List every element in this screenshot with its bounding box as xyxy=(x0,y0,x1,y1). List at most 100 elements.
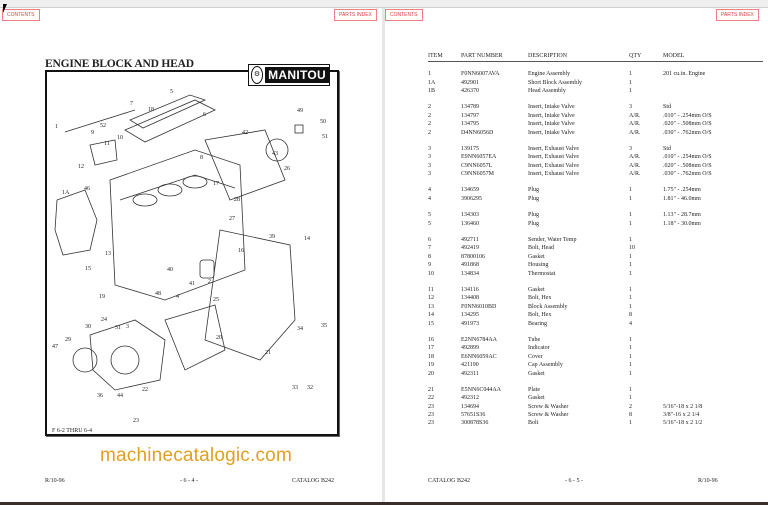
cell-description: Engine Assembly xyxy=(528,71,571,78)
cell-description: Housing xyxy=(528,262,549,269)
callout-label: 35 xyxy=(321,323,327,329)
cell-item: 2 xyxy=(428,129,431,136)
cell-part-number: D4NN6056D xyxy=(461,129,494,136)
cell-part-number: 300878S36 xyxy=(461,420,489,427)
cell-model: Std xyxy=(663,145,672,152)
parts-table-header: ITEM PART NUMBER DESCRIPTION QTY MODEL xyxy=(428,52,763,62)
cell-part-number: 421190 xyxy=(461,362,479,369)
callout-label: 3 xyxy=(126,324,129,330)
cell-model xyxy=(663,87,763,95)
cell-part-number: 3906295 xyxy=(461,195,482,202)
callout-label: 49 xyxy=(297,108,303,114)
cell-part-number: 134303 xyxy=(461,212,479,219)
contents-link[interactable]: CONTENTS xyxy=(385,9,423,21)
cell-description: Plug xyxy=(528,195,540,202)
cell-qty: A/R. xyxy=(629,112,641,119)
callout-label: 25 xyxy=(213,297,219,303)
cell-item: 19 xyxy=(428,362,434,369)
footer-date: R/10-96 xyxy=(698,478,718,484)
cell-description: Plug xyxy=(528,187,540,194)
taskbar-edge xyxy=(0,502,768,505)
callout-label: 15 xyxy=(85,266,91,272)
cell-model: 201 cu.in. Engine xyxy=(663,71,706,78)
callout-label: 40 xyxy=(167,267,173,273)
cell-description: Tube xyxy=(528,336,541,343)
cell-item: 11 xyxy=(428,287,434,293)
cell-model xyxy=(663,361,763,369)
viewer-toolbar xyxy=(0,0,768,8)
cell-item: 7 xyxy=(428,245,431,252)
cell-item: 3 xyxy=(428,145,431,152)
cell-description: Insert, Intake Valve xyxy=(528,112,575,119)
cell-part-number: 87800106 xyxy=(461,253,485,260)
cell-model xyxy=(663,394,763,402)
cell-model: Std xyxy=(663,104,672,111)
callout-label: 48 xyxy=(155,291,161,297)
cell-qty: 3 xyxy=(629,104,632,111)
cell-item: 22 xyxy=(428,395,434,402)
cell-part-number: 134408 xyxy=(461,295,479,302)
cell-item: 1 xyxy=(428,71,431,78)
cell-item: 15 xyxy=(428,320,434,327)
callout-label: 33 xyxy=(292,385,298,391)
cell-description: Plate xyxy=(528,386,540,393)
cell-model: 5/16"-18 x 2 1/8 xyxy=(663,403,703,410)
cell-item: 16 xyxy=(428,336,434,343)
cell-description: Sender, Water Temp xyxy=(528,237,577,244)
cell-model: .030" - .762mm O/S xyxy=(663,129,712,136)
cell-description: Screw & Washer xyxy=(528,412,569,419)
cell-part-number: 134659 xyxy=(461,187,479,194)
row-spacer xyxy=(428,228,763,236)
callout-label: 24 xyxy=(101,317,107,323)
parts-index-link[interactable]: PARTS INDEX xyxy=(334,9,377,21)
row-spacer xyxy=(428,137,763,145)
page-6-5: CONTENTS PARTS INDEX ITEM PART NUMBER DE… xyxy=(385,8,768,502)
row-spacer xyxy=(428,95,763,103)
cell-description: Bolt xyxy=(528,420,539,427)
footer-page-number: - 6 - 4 - xyxy=(180,478,198,484)
cell-item: 12 xyxy=(428,295,434,302)
cell-description: Bolt, Hex xyxy=(528,312,552,319)
cell-description: Insert, Intake Valve xyxy=(528,121,575,128)
callout-label: 42 xyxy=(242,130,248,136)
cell-qty: 1 xyxy=(629,79,632,86)
callout-label: 28 xyxy=(234,197,240,203)
cell-qty: 10 xyxy=(629,245,635,252)
cell-qty: 8 xyxy=(629,312,632,319)
cell-item: 20 xyxy=(428,370,434,377)
callout-label: 5 xyxy=(170,89,173,95)
figure-label: F 6-2 THRU 6-4 xyxy=(52,428,93,434)
callout-label: 1 xyxy=(55,124,58,130)
cell-qty: 1 xyxy=(629,370,632,377)
callout-label: 7 xyxy=(130,101,133,107)
parts-index-link[interactable]: PARTS INDEX xyxy=(716,9,759,21)
cell-item: 2 xyxy=(428,104,431,111)
col-qty: QTY xyxy=(629,52,663,62)
contents-link[interactable]: CONTENTS xyxy=(2,9,40,21)
cell-part-number: F0NN6007AVA xyxy=(461,71,500,78)
cell-qty: 1 xyxy=(629,262,632,269)
callout-label: 46 xyxy=(84,186,90,192)
cell-item: 3 xyxy=(428,154,431,161)
cell-description: Insert, Exhaust Valve xyxy=(528,162,580,169)
cell-model xyxy=(663,369,763,377)
cell-model xyxy=(663,261,763,269)
cell-model: .010" - .254mm O/S xyxy=(663,154,712,161)
callout-label: 30 xyxy=(85,324,91,330)
cell-model xyxy=(663,253,763,261)
callout-label: 50 xyxy=(320,119,326,125)
cell-part-number: 426370 xyxy=(461,87,479,94)
